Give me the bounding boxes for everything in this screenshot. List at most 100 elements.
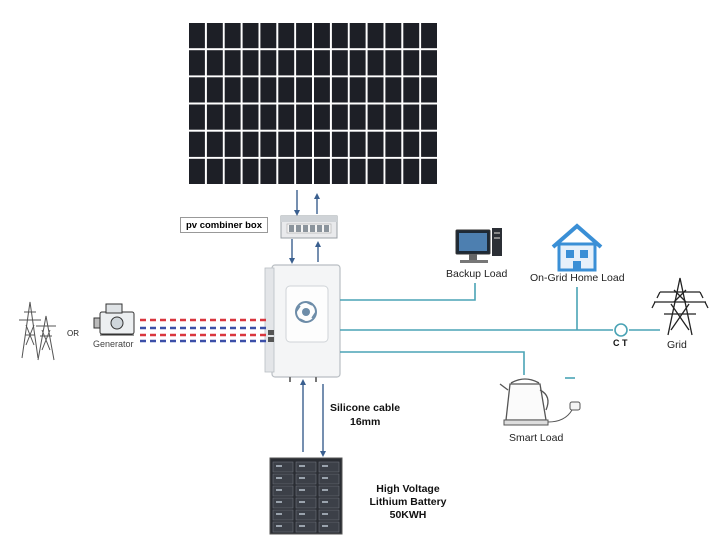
smart-load-label: Smart Load [509, 432, 564, 444]
battery-module [295, 473, 317, 485]
battery-module [272, 521, 294, 533]
solar-cell [421, 104, 437, 130]
backup-load-computer-icon [455, 228, 502, 263]
battery-module [272, 461, 294, 473]
battery-module [318, 485, 340, 497]
solar-cell [403, 77, 420, 103]
backup-load-label: Backup Load [446, 268, 508, 280]
battery-label-line2: Lithium Battery [369, 496, 447, 508]
solar-cell [189, 104, 205, 130]
solar-cell [242, 104, 259, 130]
solar-cell [206, 131, 223, 157]
solar-cell [296, 104, 312, 130]
left-transmission-tower-icon [19, 301, 56, 361]
solar-cell [314, 158, 330, 184]
breaker-switch [296, 225, 301, 232]
solar-cell [189, 158, 205, 184]
pv-combiner-box-label: pv combiner box [180, 217, 268, 233]
battery-label: High Voltage Lithium Battery 50KWH [358, 483, 458, 522]
silicone-cable-label: Silicone cable [330, 402, 401, 414]
battery-indicator [322, 513, 328, 515]
battery-module [272, 485, 294, 497]
battery-indicator [322, 477, 328, 479]
solar-cell [206, 104, 223, 130]
solar-cell [206, 50, 223, 76]
solar-cell [403, 104, 420, 130]
solar-cell [421, 50, 437, 76]
solar-cell [314, 50, 330, 76]
solar-panel-array [189, 23, 437, 184]
solar-cell [189, 23, 205, 49]
solar-cell [331, 50, 348, 76]
solar-cell [260, 23, 277, 49]
solar-cell [367, 50, 384, 76]
cable-size-label: 16mm [350, 416, 381, 428]
battery-module [272, 497, 294, 509]
solar-cell [331, 77, 348, 103]
solar-cell [349, 23, 366, 49]
battery-label-line1: High Voltage [376, 483, 440, 495]
solar-cell [278, 158, 295, 184]
solar-cell [349, 77, 366, 103]
solar-cell [421, 131, 437, 157]
generator-icon [93, 303, 135, 336]
solar-cell [403, 158, 420, 184]
breaker-switch [289, 225, 294, 232]
battery-indicator [276, 489, 282, 491]
battery-module [295, 485, 317, 497]
solar-cell [189, 131, 205, 157]
battery-module [318, 497, 340, 509]
grid-transmission-tower-icon [651, 277, 709, 336]
solar-cell [331, 104, 348, 130]
solar-cell [278, 23, 295, 49]
solar-cell [421, 23, 437, 49]
battery-module [295, 521, 317, 533]
solar-cell [189, 77, 205, 103]
solar-cell [403, 131, 420, 157]
battery-indicator [322, 465, 328, 467]
lithium-battery-cabinet [269, 457, 343, 535]
solar-cell [314, 77, 330, 103]
solar-cell [260, 158, 277, 184]
grid-label: Grid [667, 339, 687, 351]
solar-cell [385, 77, 402, 103]
solar-cell [385, 131, 402, 157]
or-label: OR [67, 329, 79, 338]
solar-cell [296, 23, 312, 49]
battery-indicator [276, 465, 282, 467]
generator-label: Generator [93, 339, 134, 349]
solar-cell [421, 158, 437, 184]
breaker-switch [303, 225, 308, 232]
battery-module [318, 473, 340, 485]
solar-cell [385, 158, 402, 184]
solar-cell [385, 23, 402, 49]
battery-module [295, 497, 317, 509]
battery-label-line3: 50KWH [389, 509, 427, 521]
solar-cell [314, 23, 330, 49]
pv-combiner-box [280, 215, 338, 239]
house-icon [551, 223, 603, 272]
breaker-switch [317, 225, 322, 232]
battery-indicator [276, 513, 282, 515]
solar-cell [260, 77, 277, 103]
battery-indicator [322, 501, 328, 503]
solar-cell [224, 50, 241, 76]
combiner-to-inverter-arrows [289, 239, 321, 264]
solar-cell [349, 158, 366, 184]
solar-cell [367, 158, 384, 184]
solar-cell [296, 77, 312, 103]
smart-load-kettle-icon [499, 378, 581, 426]
battery-indicator [322, 525, 328, 527]
solar-cell [206, 77, 223, 103]
battery-module [272, 509, 294, 521]
battery-indicator [276, 525, 282, 527]
solar-cell [296, 50, 312, 76]
battery-module [272, 473, 294, 485]
solar-cell [314, 131, 330, 157]
solar-cell [421, 77, 437, 103]
solar-cell [349, 50, 366, 76]
on-grid-home-load-label: On-Grid Home Load [530, 272, 625, 284]
battery-module [318, 509, 340, 521]
solar-cell [189, 50, 205, 76]
